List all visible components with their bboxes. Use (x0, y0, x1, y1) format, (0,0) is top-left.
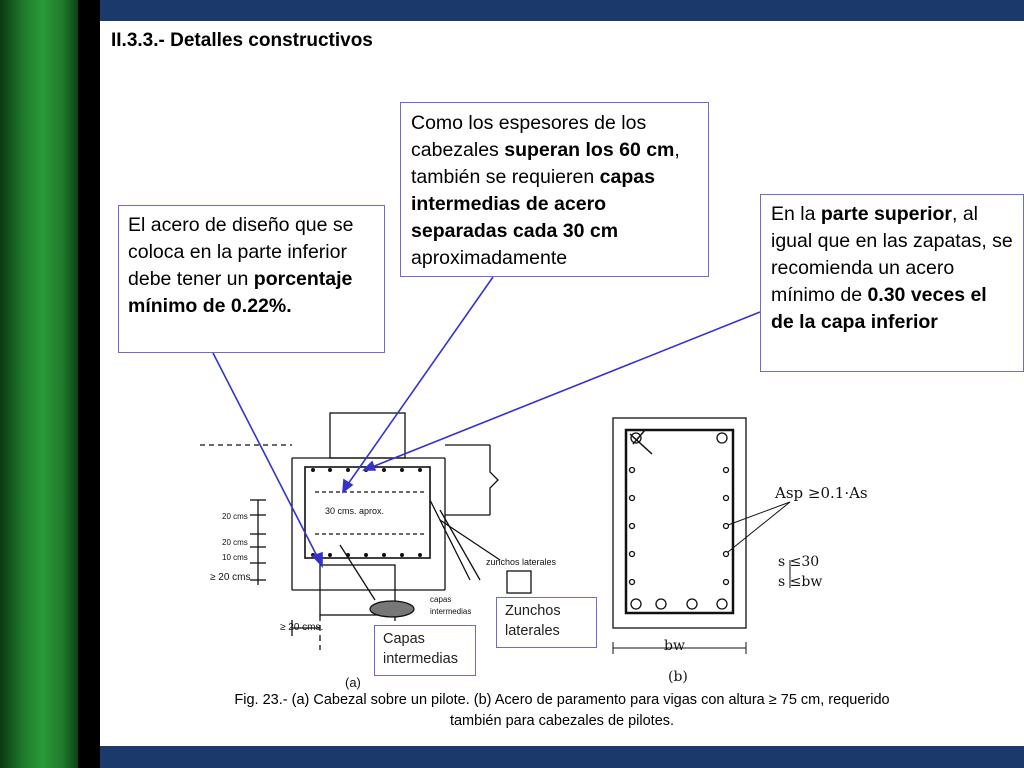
svg-text:Asp ≥0.1·As: Asp ≥0.1·As (774, 484, 868, 502)
svg-text:≥ 20 cms.: ≥ 20 cms. (280, 622, 323, 633)
drawing-b (612, 417, 791, 654)
svg-text:10 cms: 10 cms (222, 553, 248, 562)
rebar-dots-a (311, 468, 422, 557)
caption-line-1: Fig. 23.- (a) Cabezal sobre un pilote. (… (234, 692, 890, 708)
figure-caption: Fig. 23.- (a) Cabezal sobre un pilote. (… (100, 690, 1024, 732)
left-black-band (78, 0, 100, 768)
pile (319, 564, 396, 616)
callout-intermediate-layers: Como los espesores de los cabezales supe… (400, 102, 709, 277)
beam-section (612, 417, 747, 629)
beam-stirrup (624, 428, 735, 615)
svg-text:capas: capas (430, 595, 451, 604)
drawing-b-labels: Asp ≥0.1·As s ≤30 s ≤bw bw (b) (664, 484, 868, 685)
svg-text:≥ 20 cms: ≥ 20 cms (210, 572, 251, 583)
svg-text:s ≤30: s ≤30 (778, 554, 819, 570)
svg-text:(a): (a) (345, 675, 361, 690)
svg-text:bw: bw (664, 638, 685, 654)
slide-title: II.3.3.- Detalles constructivos (111, 30, 373, 51)
svg-text:intermedias: intermedias (430, 607, 471, 616)
svg-text:30 cms. aprox.: 30 cms. aprox. (325, 506, 384, 516)
top-bar (100, 0, 1024, 21)
drawing-a-labels: 20 cms 20 cms 10 cms ≥ 20 cms ≥ 20 cms. … (210, 506, 557, 690)
svg-text:(b): (b) (668, 669, 688, 685)
left-green-band (0, 0, 78, 768)
bottom-bar (100, 746, 1024, 768)
svg-text:zunchos laterales: zunchos laterales (486, 557, 557, 567)
callout-top-steel: En la parte superior, al igual que en la… (760, 194, 1024, 372)
caption-line-2: también para cabezales de pilotes. (449, 713, 675, 729)
svg-text:20 cms: 20 cms (222, 538, 248, 547)
svg-text:20 cms: 20 cms (222, 512, 248, 521)
label-zunchos-laterales: Zunchos laterales (496, 597, 597, 648)
rebar-circles-b (628, 432, 730, 610)
svg-text:s ≤bw: s ≤bw (778, 574, 822, 590)
callout-bottom-steel: El acero de diseño que se coloca en la p… (118, 205, 385, 353)
callout-arrows (212, 276, 761, 569)
drawing-a (200, 412, 532, 650)
label-capas-intermedias: Capas intermedias (374, 625, 476, 676)
stirrup-sketch (506, 570, 532, 594)
